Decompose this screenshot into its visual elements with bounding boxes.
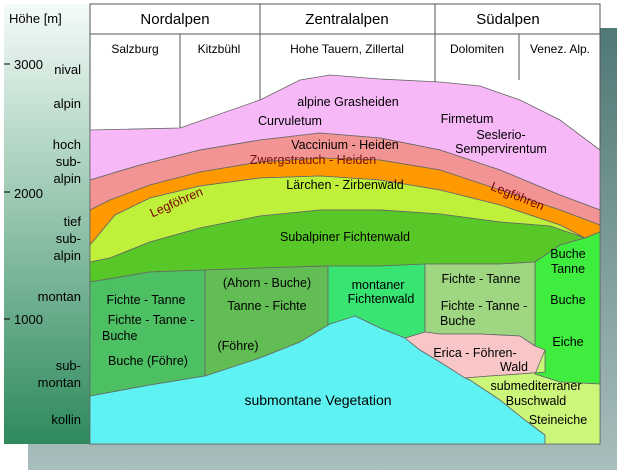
label-north-montane-3: Buche (102, 329, 137, 343)
label-montane-spruce-1: montaner (352, 278, 405, 292)
label-submediterranean-1: submediterraner (490, 379, 581, 393)
label-east-beech-1: Buche (550, 247, 585, 261)
tick-3000: 3000 (14, 57, 43, 72)
subregion-kitzbuehl: Kitzbühl (198, 42, 241, 56)
subregion-dolomiten: Dolomiten (450, 42, 504, 56)
label-seslerio: Seslerio- (476, 128, 525, 142)
region-zentralalpen: Zentralalpen (305, 11, 388, 28)
label-maple-beech: (Ahorn - Buche) (223, 276, 311, 290)
label-north-montane-4: Buche (Föhre) (108, 354, 188, 368)
label-east-fir: Tanne (551, 262, 585, 276)
belt-hoch-alpin: alpin (53, 171, 81, 186)
label-erica-pine-2: Wald (500, 360, 528, 374)
label-holm-oak: Steineiche (529, 413, 587, 427)
belt-alpin: alpin (53, 96, 81, 111)
label-east-oak: Eiche (552, 335, 583, 349)
axis-title: Höhe [m] (9, 11, 62, 26)
belt-tief: tief (63, 214, 81, 229)
label-submontane: submontane Vegetation (244, 392, 391, 408)
axis-ticks (4, 63, 10, 320)
belt-tief-alpin: alpin (53, 248, 81, 263)
label-south-montane-1: Fichte - Tanne (442, 272, 521, 286)
label-dwarf-shrub-heath: Zwergstrauch - Heiden (250, 153, 376, 167)
region-suedalpen: Südalpen (476, 11, 539, 28)
label-alpine-grasslands: alpine Grasheiden (297, 95, 399, 109)
subregion-salzburg: Salzburg (111, 42, 158, 56)
label-larch-stone-pine: Lärchen - Zirbenwald (286, 178, 403, 192)
label-south-montane-3: Buche (440, 314, 475, 328)
belt-hoch-sub: sub- (55, 154, 81, 169)
label-montane-spruce-2: Fichtenwald (348, 292, 415, 306)
belt-montan: montan (37, 289, 81, 304)
label-pine-maple: (Föhre) (218, 339, 259, 353)
subregion-venez-alp: Venez. Alp. (530, 42, 590, 56)
belt-submontan-sub: sub- (55, 358, 81, 373)
belt-submontan: montan (37, 375, 81, 390)
label-curvuletum: Curvuletum (258, 114, 322, 128)
tick-2000: 2000 (14, 186, 43, 201)
label-submediterranean-2: Buschwald (506, 394, 566, 408)
label-firmetum: Firmetum (441, 112, 494, 126)
label-east-beech-2: Buche (550, 293, 585, 307)
belt-nival: nival (54, 62, 81, 77)
header-grid (90, 4, 600, 128)
label-subalpine-spruce: Subalpiner Fichtenwald (280, 230, 410, 244)
axis-background (4, 4, 90, 444)
belt-kollin: kollin (51, 412, 81, 427)
zone-submediterranean (464, 349, 601, 445)
tick-1000: 1000 (14, 312, 43, 327)
label-south-montane-2: Fichte - Tanne - (441, 299, 528, 313)
region-nordalpen: Nordalpen (140, 11, 209, 28)
belt-hoch: hoch (52, 137, 81, 152)
label-fir-spruce: Tanne - Fichte (227, 299, 306, 313)
label-sempervirentum: Sempervirentum (455, 142, 547, 156)
label-erica-pine-1: Erica - Föhren- (433, 346, 516, 360)
label-north-montane-2: Fichte - Tanne - (108, 313, 195, 327)
label-north-montane-1: Fichte - Tanne (107, 293, 186, 307)
label-vaccinium-heath: Vaccinium - Heiden (291, 138, 399, 152)
belt-tief-sub: sub- (55, 231, 81, 246)
subregion-hohe-tauern: Hohe Tauern, Zillertal (290, 42, 404, 56)
